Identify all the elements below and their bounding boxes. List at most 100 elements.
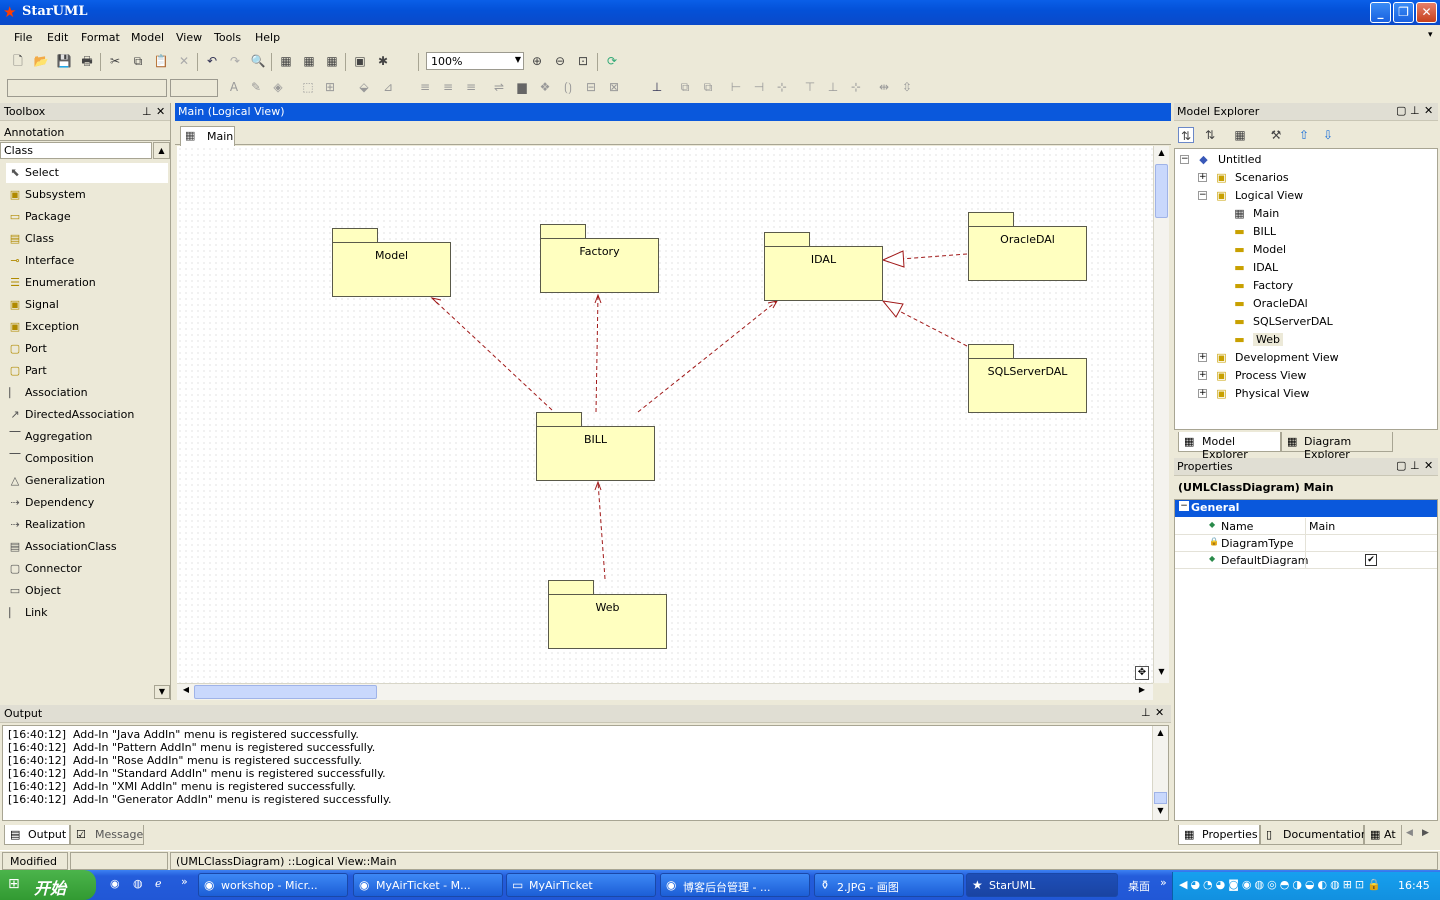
desktop-label[interactable]: 桌面 [1128, 880, 1150, 893]
tab-message[interactable]: ☑Message [70, 825, 144, 845]
minimize-button[interactable]: _ [1370, 2, 1391, 23]
expand-icon[interactable]: + [1198, 172, 1207, 182]
menu-overflow-icon[interactable]: ▾ [1428, 30, 1433, 40]
zoom-out-icon[interactable]: ⊖ [554, 54, 566, 68]
property-group-general[interactable]: − General [1175, 500, 1437, 517]
tab-properties[interactable]: ▦Properties [1178, 825, 1260, 845]
layout-icon[interactable]: ⟮⟯ [564, 80, 572, 94]
diagram-canvas[interactable]: Model Factory IDAL OracleDAl SQLServerDA… [177, 146, 1153, 683]
layout-icon[interactable]: ⇌ [493, 80, 505, 94]
property-row-diagramtype[interactable]: 🔒DiagramType [1175, 535, 1437, 552]
save-icon[interactable]: 💾 [56, 54, 72, 68]
toolbox-item-select[interactable]: ⬉Select [6, 163, 168, 183]
find-icon[interactable]: 🔍 [250, 54, 266, 68]
chrome-icon[interactable]: ◉ [110, 877, 120, 890]
toolbox-item-enumeration[interactable]: ☰Enumeration [6, 273, 168, 293]
start-button[interactable]: ⊞ 开始 [0, 870, 96, 900]
menu-help[interactable]: Help [255, 31, 281, 44]
collapse-icon[interactable]: − [1198, 190, 1207, 200]
menu-edit[interactable]: Edit [47, 31, 69, 44]
menu-file[interactable]: File [14, 31, 33, 44]
toolbox-item-object[interactable]: ▭Object [6, 581, 168, 601]
expand-icon[interactable]: + [1198, 370, 1207, 380]
copy-icon[interactable]: ⧉ [133, 54, 143, 68]
layout-icon[interactable]: ⊠ [608, 80, 620, 94]
toolbox-item-part[interactable]: ▢Part [6, 361, 168, 381]
ie-icon[interactable]: ℯ [155, 877, 162, 890]
tree-node-web[interactable]: ▬Web [1216, 331, 1416, 349]
taskbar-task[interactable]: ★StarUML [966, 873, 1118, 897]
order-icon[interactable]: ⧉ [703, 80, 713, 94]
zoom-combo[interactable]: 100% ▼ [426, 52, 524, 70]
tree-node-process-view[interactable]: +▣Process View [1198, 367, 1398, 385]
arrange-icon[interactable]: ⊿ [382, 80, 394, 94]
scroll-up-icon[interactable]: ▲ [1157, 728, 1164, 737]
realization-oracle-idal[interactable] [900, 253, 968, 260]
redo-icon[interactable]: ↷ [229, 54, 241, 68]
tree-node-sqlserverdal[interactable]: ▬SQLServerDAL [1216, 313, 1416, 331]
settings-icon[interactable]: ✱ [377, 54, 389, 68]
tree-node-model[interactable]: ▬Model [1216, 241, 1416, 259]
scroll-right-icon[interactable]: ▶ [1138, 685, 1146, 694]
scroll-down-icon[interactable]: ▼ [1158, 667, 1165, 676]
web-icon[interactable]: ▣ [354, 54, 366, 68]
collapse-icon[interactable]: − [1179, 501, 1189, 511]
diagram-icon[interactable]: ▦ [280, 54, 292, 68]
toolbox-item-associationclass[interactable]: ▤AssociationClass [6, 537, 168, 557]
taskbar-task[interactable]: ◉workshop - Micr... [198, 873, 348, 897]
layout-icon[interactable]: ❖ [539, 80, 551, 94]
new-icon[interactable]: 🗋 [13, 54, 23, 68]
font-combo[interactable] [7, 79, 167, 97]
quicklaunch-icon[interactable]: ◍ [133, 877, 143, 890]
more-icon[interactable]: » [1160, 876, 1167, 889]
output-scrollbar[interactable]: ▲ ▼ [1152, 726, 1168, 820]
pin-icon[interactable]: ⊥ [142, 105, 152, 118]
toolbox-item-interface[interactable]: ⊸Interface [6, 251, 168, 271]
print-icon[interactable]: 🖶 [81, 54, 93, 68]
tree-node-untitled[interactable]: − ◆ Untitled [1180, 153, 1262, 166]
toolbox-scroll-down[interactable]: ▼ [154, 685, 170, 699]
distribute-icon[interactable]: ⇳ [901, 80, 913, 94]
align-icon[interactable]: ≡ [465, 80, 477, 94]
align-icon[interactable]: ≡ [419, 80, 431, 94]
toolbox-item-directedassociation[interactable]: ↗DirectedAssociation [6, 405, 168, 425]
layout-icon[interactable]: ⊟ [585, 80, 597, 94]
tab-model-explorer[interactable]: ▦Model Explorer [1178, 432, 1281, 461]
diagram-icon[interactable]: ▦ [326, 54, 338, 68]
tree-node-scenarios[interactable]: +▣Scenarios [1198, 169, 1398, 187]
toolbox-item-dependency[interactable]: ⇢Dependency [6, 493, 168, 513]
tab-main[interactable]: ▦ Main [180, 126, 235, 146]
tab-scroll-left-icon[interactable]: ◀ [1406, 828, 1413, 838]
sort-icon[interactable]: ⇅ [1178, 127, 1194, 143]
tree-node-development-view[interactable]: +▣Development View [1198, 349, 1398, 367]
toolbox-item-connector[interactable]: ▢Connector [6, 559, 168, 579]
tree-node-main[interactable]: ▦Main [1216, 205, 1416, 223]
vscroll-thumb[interactable] [1155, 164, 1168, 218]
order-icon[interactable]: ⧉ [680, 80, 690, 94]
maximize-icon[interactable]: ▢ [1396, 459, 1407, 472]
align-middle-icon[interactable]: ⊹ [850, 80, 862, 94]
toolbox-item-link[interactable]: ⎸Link [6, 603, 168, 623]
tree-node-bill[interactable]: ▬BILL [1216, 223, 1416, 241]
toolbox-item-composition[interactable]: ⎺Composition [6, 449, 168, 469]
taskbar-task[interactable]: ▭MyAirTicket [506, 873, 656, 897]
toolbox-item-generalization[interactable]: △Generalization [6, 471, 168, 491]
toolbox-item-package[interactable]: ▭Package [6, 207, 168, 227]
line-style-icon[interactable]: ⊞ [324, 80, 336, 94]
toolbox-item-subsystem[interactable]: ▣Subsystem [6, 185, 168, 205]
default-diagram-checkbox[interactable]: ✔ [1365, 554, 1377, 566]
hscroll-thumb[interactable] [194, 685, 377, 699]
fit-icon[interactable]: ⊡ [577, 54, 589, 68]
undo-icon[interactable]: ↶ [206, 54, 218, 68]
scroll-down-icon[interactable]: ▼ [1157, 806, 1164, 815]
model-icon[interactable]: ⚒ [1270, 128, 1282, 142]
toolbox-item-signal[interactable]: ▣Signal [6, 295, 168, 315]
tab-scroll-right-icon[interactable]: ▶ [1422, 828, 1429, 838]
menu-tools[interactable]: Tools [214, 31, 242, 44]
toolbox-item-class[interactable]: ▤Class [6, 229, 168, 249]
folder-icon[interactable]: ▆ [517, 80, 527, 94]
align-icon[interactable]: ≡ [442, 80, 454, 94]
dependency-web-bill[interactable] [597, 481, 606, 580]
align-center-icon[interactable]: ⊹ [776, 80, 788, 94]
toolbox-item-realization[interactable]: ⇢Realization [6, 515, 168, 535]
